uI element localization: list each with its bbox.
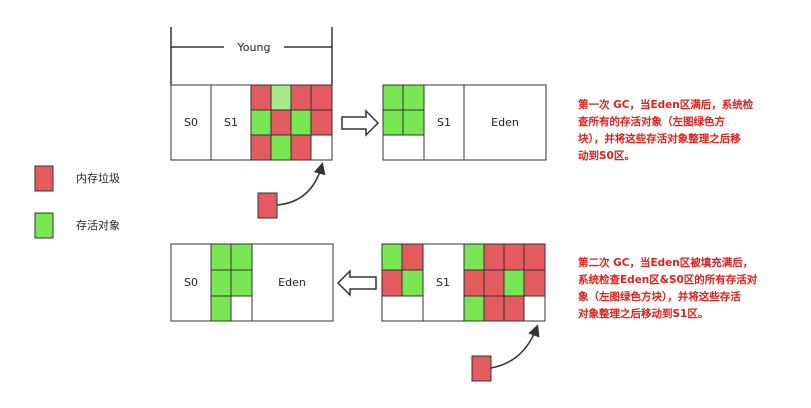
s1-label: S1 [437,116,451,129]
eden-region [463,84,547,161]
alive-cell [270,84,292,111]
note-line: 对象整理之后移动到S1区。 [578,307,708,320]
garbage-cell [483,295,505,322]
alive-cell [402,109,425,136]
garbage-cell [483,243,505,271]
alive-cell [401,269,424,297]
garbage-cell [401,243,424,271]
alive-cell [210,243,232,271]
note-line: 第二次 GC，当Eden区被填充满后， [578,256,753,269]
eden-cells [250,84,333,161]
legend-garbage-label: 内存垃圾 [76,171,120,185]
garbage-cell [381,269,403,297]
legend-alive-label: 存活对象 [76,218,120,232]
garbage-cell [290,84,312,111]
eden-label: Eden [491,116,519,129]
s1-region [422,243,465,322]
alive-cell [230,243,253,271]
s1-label: S1 [436,276,450,289]
s0-label: S0 [184,276,198,289]
alive-cell [503,269,525,297]
legend-garbage-swatch [34,165,54,192]
garbage-object-icon [257,192,278,219]
row1-after: S1 Eden [382,84,547,161]
s0-label: S0 [184,116,198,129]
second-gc-note: 第二次 GC，当Eden区被填充满后， 系统检查Eden区&S0区的所有存活对 … [578,256,758,320]
curved-arrow-icon [276,162,326,206]
garbage-object-icon [471,355,492,382]
alive-cell [210,269,232,297]
garbage-cell [250,84,272,111]
s1-region [423,84,465,161]
alive-cell [290,109,312,136]
s1-region [210,84,252,161]
alive-cell [210,295,232,322]
garbage-cell [270,109,292,136]
s1-label: S1 [224,116,238,129]
empty-cell [523,295,546,322]
alive-cell [402,84,425,111]
note-line: 块），并将这些存活对象整理之后移 [578,132,741,145]
eden-region [251,243,334,322]
note-line: 系统检查Eden区&S0区的所有存活对 [578,273,758,286]
garbage-cell [483,269,505,297]
legend: 内存垃圾 存活对象 [34,165,120,239]
garbage-cell [523,243,546,271]
garbage-cell [523,269,546,297]
alive-cell [463,243,485,271]
curved-arrow-icon [490,324,540,369]
eden-label: Eden [278,276,306,289]
s0-region [170,84,212,161]
row1-before: S0 S1 [170,84,333,161]
garbage-cell [290,134,312,161]
garbage-cell [503,295,525,322]
alive-cell [463,295,485,322]
note-line: 象（左图绿色方块），并将这些存活 [578,290,741,303]
garbage-cell [310,84,333,111]
note-line: 查所有的存活对象（左图绿色方 [577,115,725,128]
first-gc-note: 第一次 GC，当Eden区满后，系统检 查所有的存活对象（左图绿色方 块），并将… [577,98,754,162]
row2-after: S0 Eden [170,243,334,322]
alive-cell [382,84,404,111]
alive-cell [270,134,292,161]
young-bracket: Young [170,27,333,85]
garbage-cell [250,134,272,161]
alive-cell [230,269,253,297]
alive-cell [382,109,404,136]
alive-cell [250,109,272,136]
note-line: 动到S0区。 [578,149,635,162]
garbage-cell [463,269,485,297]
legend-alive-swatch [34,212,54,239]
hollow-left-arrow-icon [336,269,377,297]
hollow-right-arrow-icon [341,109,380,137]
eden-cells [463,243,546,322]
young-label: Young [237,41,271,54]
garbage-cell [503,243,525,271]
alive-cell [381,243,403,271]
empty-cell [310,134,333,161]
note-line: 第一次 GC，当Eden区满后，系统检 [578,98,754,111]
garbage-cell [310,109,333,136]
row2-before: S1 [381,243,546,322]
